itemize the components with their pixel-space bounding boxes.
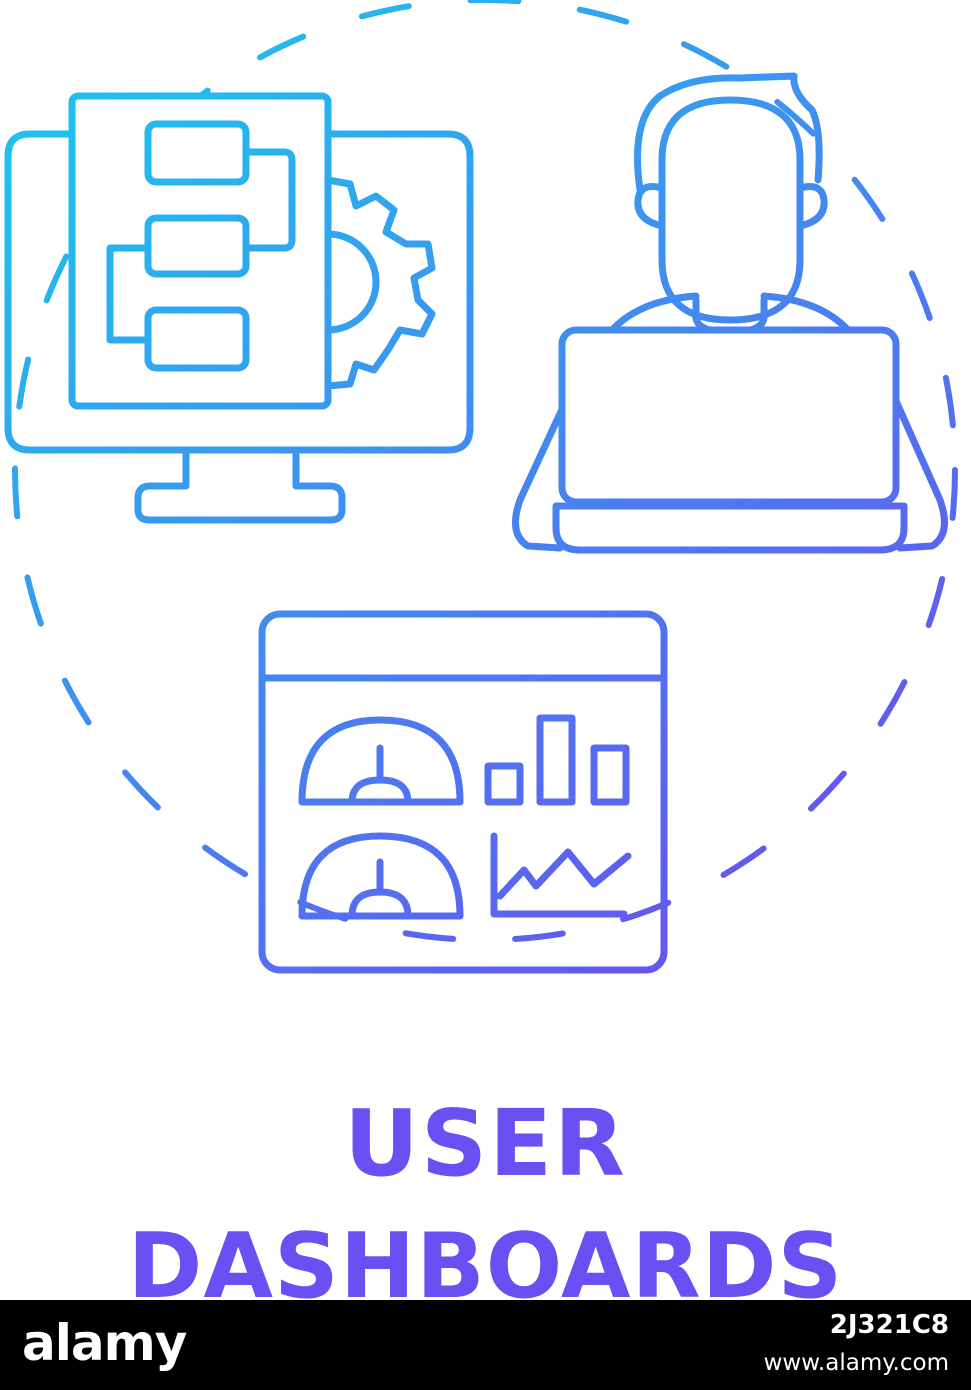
site-url: www.alamy.com (763, 1350, 949, 1376)
title-line-2: DASHBOARDS (127, 1214, 844, 1319)
dashboard-window-icon (258, 610, 668, 974)
person-with-laptop-icon (512, 72, 948, 554)
title-line-1: USER (344, 1090, 627, 1197)
dashed-circle-ring (12, 0, 958, 943)
concept-illustration (4, 0, 958, 974)
watermark-footer: alamy 2J321C8 www.alamy.com (0, 1300, 971, 1390)
alamy-logo: alamy (22, 1314, 187, 1372)
image-id: 2J321C8 (829, 1310, 949, 1340)
monitor-with-flowchart-and-gear-icon (4, 92, 474, 524)
